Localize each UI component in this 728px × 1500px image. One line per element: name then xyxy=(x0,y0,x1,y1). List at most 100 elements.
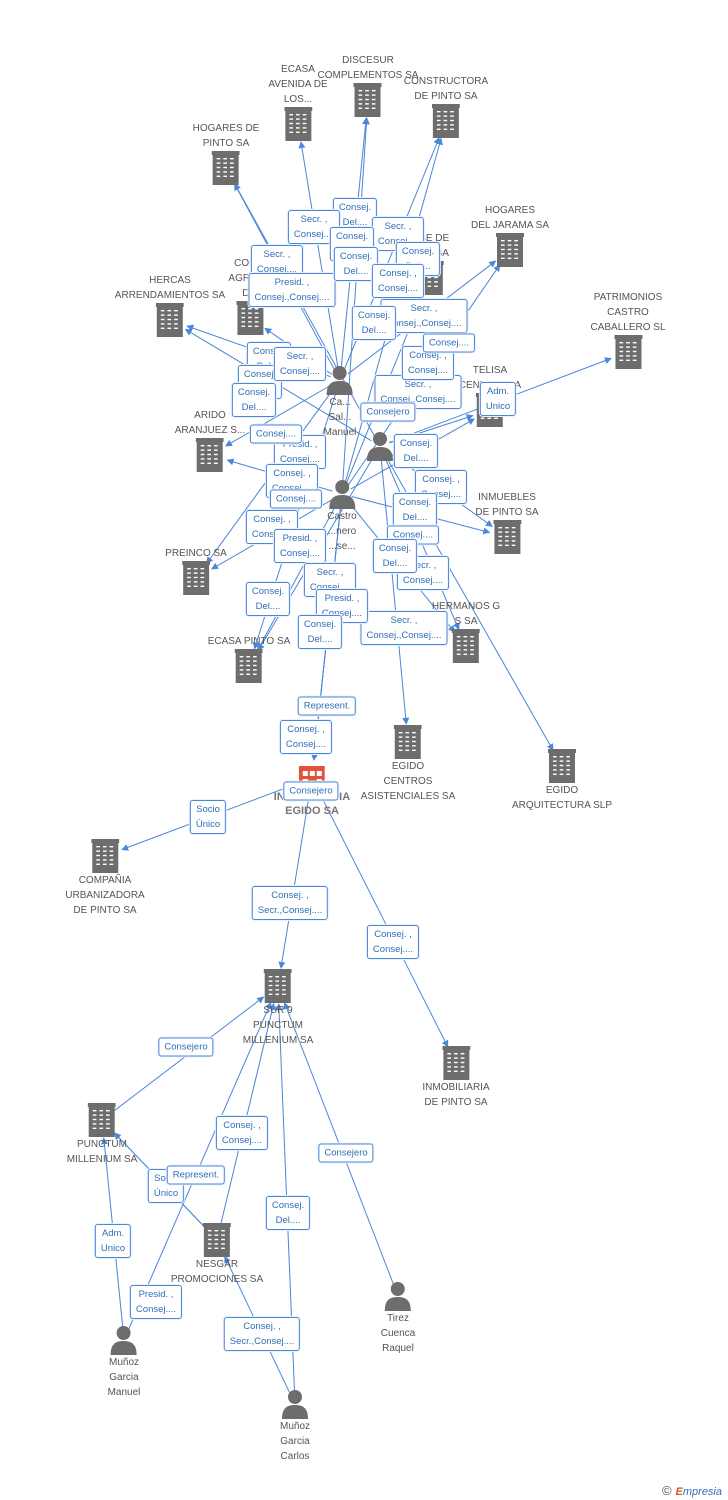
edge-label-castro-2-to-inmuebles-pinto[interactable]: Consej. Del.... xyxy=(393,434,439,468)
edge-label-castro-1-to-hercas[interactable]: Presid. , Consej.,Consej.... xyxy=(248,273,336,307)
edge-label-overlap[interactable]: Consej. Del.... xyxy=(372,539,418,573)
node-label: COMPAÑIA URBANIZADORA DE PINTO SA xyxy=(65,875,145,916)
edge-castro-2-to-ecasa-pinto xyxy=(257,502,338,651)
building-icon xyxy=(175,438,246,472)
edge-label-center-to-compania-urb[interactable]: Socio Único xyxy=(189,800,227,834)
brand-name: mpresia xyxy=(682,1486,722,1498)
company-node-punctum[interactable]: PUNCTUM MILLENIUM SA xyxy=(67,1103,138,1167)
node-label: NESGAR PROMOCIONES SA xyxy=(170,1259,264,1285)
building-icon xyxy=(404,104,488,138)
node-label: Muñoz Garcia Carlos xyxy=(279,1421,311,1462)
edge-label-overlap[interactable]: Consej. , Consej.... xyxy=(371,264,425,298)
node-label: PATRIMONIOS CASTRO CABALLERO SL xyxy=(590,292,666,333)
company-node-discesur[interactable]: DISCESUR COMPLEMENTOS SA xyxy=(317,53,419,117)
edge-label-overlap[interactable]: Consej.... xyxy=(269,489,323,509)
person-icon xyxy=(366,431,394,461)
company-node-preinco[interactable]: PREINCO SA xyxy=(165,546,227,595)
building-icon xyxy=(422,1046,489,1080)
company-node-compania-urb[interactable]: COMPAÑIA URBANIZADORA DE PINTO SA xyxy=(65,839,145,918)
company-node-egido-arq[interactable]: EGIDO ARQUITECTURA SLP xyxy=(512,749,612,813)
node-label: Castro ...nero ...se... xyxy=(327,511,357,552)
brand-initial: E xyxy=(675,1486,683,1498)
edge-label-munoz-carlos-to-sur9[interactable]: Consej. Del.... xyxy=(265,1196,311,1230)
node-label: DISCESUR COMPLEMENTOS SA xyxy=(317,55,419,81)
edge-label-munoz-manuel-to-punctum[interactable]: Adm. Unico xyxy=(94,1224,132,1258)
node-label: HERMANOS G S SA xyxy=(431,601,501,627)
edge-label-punctum-to-sur9[interactable]: Consejero xyxy=(158,1037,214,1057)
company-node-ecasa-avenida[interactable]: ECASA AVENIDA DE LOS... xyxy=(268,62,328,141)
building-icon xyxy=(361,725,455,759)
node-label: Ca... Sal... Manuel xyxy=(323,397,357,438)
company-node-inmob-pinto[interactable]: INMOBILIARIA DE PINTO SA xyxy=(422,1046,490,1110)
edge-label-castro-3-to-patrimonios[interactable]: Adm. Unico xyxy=(479,382,517,416)
brand-watermark[interactable]: ©Empresia xyxy=(662,1483,722,1498)
edge-label-overlap[interactable]: Consej. Del.... xyxy=(392,493,438,527)
edge-label-munoz-manuel-to-sur9[interactable]: Presid. , Consej.... xyxy=(129,1285,183,1319)
node-label: HOGARES DE PINTO SA xyxy=(192,123,260,149)
edge-label-castro-2-to-hermanos-g[interactable]: Secr. , Consej.,Consej.... xyxy=(360,611,448,645)
edge-label-castro-2-to-center[interactable]: Consej. , Consej.... xyxy=(279,720,333,754)
edge-label-nesgar-to-sur9[interactable]: Consej. , Consej.... xyxy=(215,1116,269,1150)
node-label: ECASA AVENIDA DE LOS... xyxy=(268,64,328,105)
person-node-munoz-carlos[interactable]: Muñoz Garcia Carlos xyxy=(280,1389,310,1464)
building-icon xyxy=(208,649,291,683)
building-icon xyxy=(590,335,665,369)
company-node-hercas[interactable]: HERCAS ARRENDAMIENTOS SA xyxy=(115,273,225,337)
node-label: PREINCO SA xyxy=(165,548,227,559)
person-icon xyxy=(280,1389,310,1419)
edge-label-overlap[interactable]: Consej. Del.... xyxy=(231,383,277,417)
company-node-sur9[interactable]: SUR 9 PUNCTUM MILLENIUM SA xyxy=(243,969,314,1048)
edge-label-overlap[interactable]: Consej.... xyxy=(249,424,303,444)
company-node-ecasa-pinto[interactable]: ECASA PINTO SA xyxy=(208,634,291,683)
edge-label-overlap[interactable]: Consej. Del.... xyxy=(297,615,343,649)
person-node-castro-3[interactable] xyxy=(366,431,394,461)
node-label: EGIDO CENTROS ASISTENCIALES SA xyxy=(360,761,456,802)
edge-label-munoz-carlos-to-nesgar[interactable]: Consej. , Secr.,Consej.... xyxy=(223,1317,301,1351)
person-node-tirez[interactable]: Tirez Cuenca Raquel xyxy=(381,1281,415,1356)
person-icon xyxy=(324,365,357,395)
company-node-hogares-jarama[interactable]: HOGARES DEL JARAMA SA xyxy=(471,203,549,267)
company-node-inmuebles-pinto[interactable]: INMUEBLES DE PINTO SA xyxy=(475,490,539,554)
edge-castro-3-to-hogares-pinto xyxy=(234,183,376,438)
edge-label-tirez-to-sur9[interactable]: Consejero xyxy=(318,1143,374,1163)
building-icon xyxy=(165,561,227,595)
edge-label-center-to-sur9[interactable]: Consej. , Secr.,Consej.... xyxy=(251,886,329,920)
edge-label-castro-3-to-hogares-pinto[interactable]: Secr. , Consej.... xyxy=(273,347,327,381)
edge-label-castro-2-to-center[interactable]: Consejero xyxy=(283,781,339,801)
company-node-egido-centros[interactable]: EGIDO CENTROS ASISTENCIALES SA xyxy=(361,725,455,804)
edge-label-castro-1-to-ecasa-pinto[interactable]: Consej. Del.... xyxy=(245,582,291,616)
building-icon xyxy=(475,520,538,554)
edge-label-overlap[interactable]: Consej.... xyxy=(422,333,476,353)
person-node-munoz-manuel[interactable]: Muñoz Garcia Manuel xyxy=(108,1325,140,1400)
person-node-castro-2[interactable]: Castro ...nero ...se... xyxy=(327,479,357,554)
person-node-castro-1[interactable]: Ca... Sal... Manuel xyxy=(323,365,357,440)
person-icon xyxy=(381,1281,415,1311)
company-node-patrimonios[interactable]: PATRIMONIOS CASTRO CABALLERO SL xyxy=(590,290,666,369)
building-icon xyxy=(67,1103,138,1137)
edge-center-to-inmob-pinto xyxy=(316,786,449,1048)
company-node-hogares-pinto[interactable]: HOGARES DE PINTO SA xyxy=(192,121,260,185)
company-node-constructora-pinto[interactable]: CONSTRUCTORA DE PINTO SA xyxy=(404,74,488,138)
person-icon xyxy=(327,479,356,509)
edge-label-castro-1-to-discesur[interactable]: Consej. Del.... xyxy=(332,198,378,232)
edge-label-overlap[interactable]: Consejero xyxy=(360,402,416,422)
edge-label-nesgar-to-punctum[interactable]: Represent. xyxy=(166,1165,226,1185)
edge-label-castro-3-to-inmuebles-pinto[interactable]: Consej. , Consej.... xyxy=(414,470,468,504)
building-icon xyxy=(65,839,144,873)
node-label: ARIDO ARANJUEZ S... xyxy=(174,410,246,436)
edge-label-castro-2-to-hogares-jarama[interactable]: Consej. Del.... xyxy=(351,306,397,340)
edge-label-overlap[interactable]: Consej. Del.... xyxy=(333,247,379,281)
node-label: INMUEBLES DE PINTO SA xyxy=(475,492,539,518)
edge-label-castro-2-to-center[interactable]: Represent. xyxy=(297,696,357,716)
edge-castro-2-to-discesur xyxy=(342,117,370,485)
edge-label-castro-2-to-preinco[interactable]: Presid. , Consej.... xyxy=(273,529,327,563)
edge-castro-1-to-aridos xyxy=(224,384,332,447)
company-node-hermanos-g[interactable]: HERMANOS G S SA xyxy=(432,599,500,663)
building-icon xyxy=(318,83,419,117)
company-node-nesgar[interactable]: NESGAR PROMOCIONES SA xyxy=(171,1223,263,1287)
edge-label-center-to-inmob-pinto[interactable]: Consej. , Consej.... xyxy=(366,925,420,959)
node-label: INMOBILIARIA DE PINTO SA xyxy=(422,1082,490,1108)
company-node-aridos[interactable]: ARIDO ARANJUEZ S... xyxy=(174,408,246,472)
building-icon xyxy=(243,969,314,1003)
